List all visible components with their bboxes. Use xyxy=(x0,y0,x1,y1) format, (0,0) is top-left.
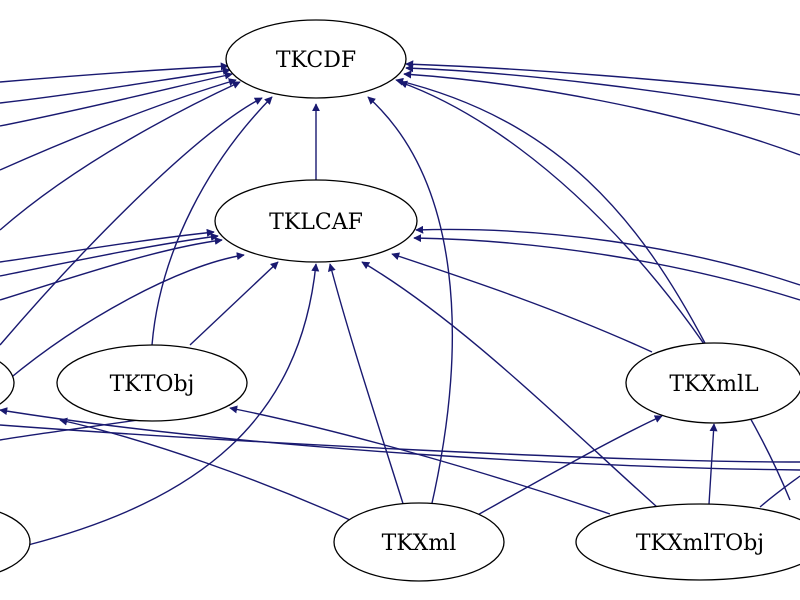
edge-offscreen-to-tkcdf xyxy=(399,80,791,501)
node-tkcdf-label: TKCDF xyxy=(276,48,356,73)
edge-offscreen-to-offscreen xyxy=(759,475,800,508)
edge-offscreen-to-tklcaf xyxy=(415,225,800,286)
edge-offscreen-to-tkcdf xyxy=(0,78,237,171)
edge-offscreen-to-tkcdf xyxy=(0,62,229,83)
node-tkxml-label: TKXml xyxy=(382,531,457,556)
edge-tkxmll-to-tkcdf xyxy=(395,77,707,346)
node-tklcaf-label: TKLCAF xyxy=(269,210,363,235)
edge-tktobj-to-tklcaf xyxy=(189,261,279,346)
edge-tkxml-to-tkxmll xyxy=(473,415,663,518)
edge-offscreen-to-tklcaf xyxy=(0,236,223,301)
edge-tkxmltobj-to-tktobj xyxy=(229,405,611,515)
edge-tkxmltobj-to-tkxmll xyxy=(708,423,718,505)
node-layer: TKCDF TKLCAF TKTObj TKXmlL TKXml TKXmlTO… xyxy=(0,19,800,582)
edge-tktobj-to-tkcdf xyxy=(151,96,273,346)
node-tkxmltobj[interactable]: TKXmlTObj xyxy=(575,503,800,581)
edge-offscreen-to-offscreen xyxy=(0,407,800,471)
edge-tkxml-to-tktobj xyxy=(59,417,351,521)
edge-offscreen-to-tkcdf xyxy=(403,70,800,156)
edge-offscreen-to-tklcaf xyxy=(0,232,219,277)
edge-offscreen-to-tkcdf xyxy=(405,64,800,116)
node-tkxmll[interactable]: TKXmlL xyxy=(625,342,800,424)
node-offscreen-left-mid[interactable] xyxy=(0,345,15,421)
edge-tkxmll-to-tklcaf xyxy=(391,252,653,353)
edge-tkxml-to-tklcaf xyxy=(327,263,406,511)
node-tkxmltobj-label: TKXmlTObj xyxy=(636,531,764,556)
edge-offscreen-to-tkcdf xyxy=(0,97,263,346)
node-tkcdf[interactable]: TKCDF xyxy=(225,19,407,99)
node-tklcaf[interactable]: TKLCAF xyxy=(214,179,418,263)
edge-offscreen-to-tkcdf xyxy=(0,71,233,127)
node-tktobj-label: TKTObj xyxy=(110,372,195,397)
edge-offscreen-to-offscreen xyxy=(0,424,800,463)
edge-offscreen-to-tkcdf xyxy=(0,67,231,104)
node-offscreen-left-bottom[interactable] xyxy=(0,504,31,580)
edge-offscreen-to-tklcaf xyxy=(413,234,800,301)
node-tkxmll-label: TKXmlL xyxy=(669,372,759,397)
edge-offscreen-to-tkcdf xyxy=(405,60,800,96)
node-tkxml[interactable]: TKXml xyxy=(333,502,505,582)
edge-tkxml-to-tkcdf xyxy=(367,96,453,513)
edge-offscreen-to-tkcdf xyxy=(0,81,241,231)
edge-layer xyxy=(0,60,800,546)
edge-offscreen-to-tklcaf xyxy=(7,252,245,381)
node-tktobj[interactable]: TKTObj xyxy=(56,344,248,422)
edge-offscreen-to-tklcaf xyxy=(0,228,215,263)
edge-offscreen-to-tklcaf xyxy=(27,263,320,546)
edge-tkxmltobj-to-tklcaf xyxy=(361,261,658,508)
